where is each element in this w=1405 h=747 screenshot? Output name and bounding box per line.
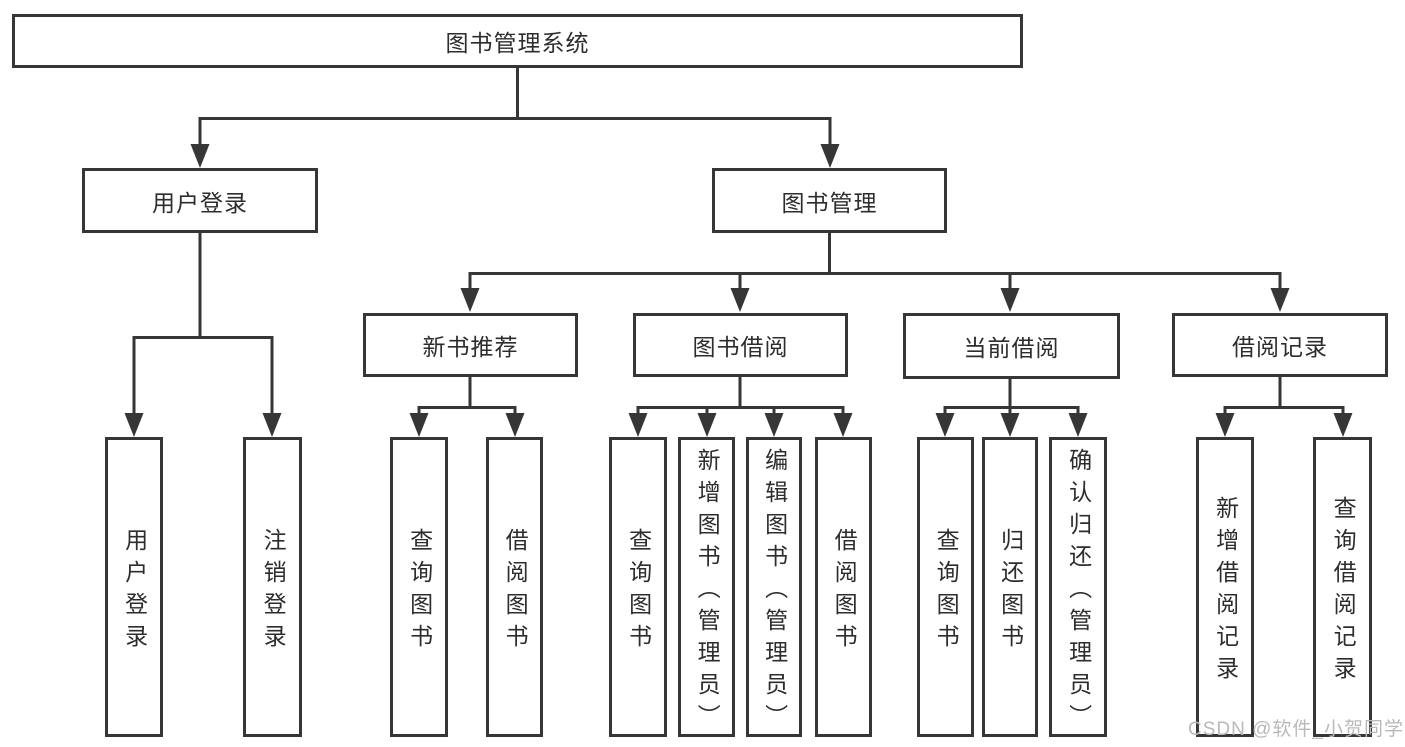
node-book-borrowing: 图书借阅 bbox=[633, 313, 848, 377]
node-label: 当前借阅 bbox=[963, 335, 1060, 361]
arrowhead bbox=[820, 144, 840, 168]
leaf-logout: 注销登录 bbox=[243, 437, 302, 737]
node-label: 借阅记录 bbox=[1232, 334, 1328, 360]
node-label: 用户登录 bbox=[121, 527, 148, 656]
connector-root-to-level2 bbox=[198, 68, 832, 146]
node-label: 查询图书 bbox=[933, 527, 960, 656]
arrowheads bbox=[124, 144, 1353, 437]
leaf-current-return-books: 归还图书 bbox=[982, 437, 1038, 737]
connector-user-login-children bbox=[132, 233, 274, 415]
node-label: 查询图书 bbox=[406, 527, 433, 656]
node-library-management-system: 图书管理系统 bbox=[12, 14, 1023, 68]
arrowhead bbox=[764, 413, 784, 437]
node-user-login: 用户登录 bbox=[82, 168, 318, 233]
leaf-records-add-record: 新增借阅记录 bbox=[1196, 437, 1254, 737]
node-label: 借阅图书 bbox=[831, 527, 858, 656]
connector-borrowing-records-children bbox=[1223, 377, 1345, 415]
arrowhead bbox=[628, 413, 648, 437]
leaf-borrow-edit-books: 编辑图书（管理员） bbox=[746, 437, 802, 737]
node-label: 新增图书（管理员） bbox=[694, 447, 721, 736]
arrowhead bbox=[505, 413, 525, 437]
connector-book-management-children bbox=[468, 233, 1282, 290]
node-label: 查询借阅记录 bbox=[1330, 495, 1357, 688]
connector-current-borrowing-children bbox=[943, 377, 1080, 415]
leaf-current-query-books: 查询图书 bbox=[917, 437, 974, 737]
node-label: 用户登录 bbox=[152, 189, 248, 216]
arrowhead bbox=[1000, 413, 1020, 437]
leaf-records-query-record: 查询借阅记录 bbox=[1313, 437, 1372, 737]
leaf-current-confirm-return: 确认归还（管理员） bbox=[1049, 437, 1107, 737]
arrowhead bbox=[833, 413, 853, 437]
arrowhead bbox=[1068, 413, 1088, 437]
leaf-user-login: 用户登录 bbox=[105, 437, 163, 737]
node-label: 查询图书 bbox=[625, 527, 652, 656]
leaf-newrec-query-books: 查询图书 bbox=[390, 437, 448, 737]
node-label: 新书推荐 bbox=[422, 334, 519, 360]
node-current-borrowing: 当前借阅 bbox=[903, 313, 1120, 379]
node-label: 图书管理系统 bbox=[445, 30, 590, 56]
arrowhead bbox=[262, 413, 282, 437]
node-label: 注销登录 bbox=[260, 527, 287, 656]
connector-new-book-children bbox=[417, 377, 517, 415]
node-label: 归还图书 bbox=[997, 527, 1024, 656]
leaf-borrow-borrow-books: 借阅图书 bbox=[815, 437, 872, 737]
leaf-borrow-add-books: 新增图书（管理员） bbox=[678, 437, 735, 737]
node-label: 确认归还（管理员） bbox=[1065, 447, 1092, 736]
arrowhead bbox=[409, 413, 429, 437]
node-label: 图书管理 bbox=[781, 189, 878, 216]
arrowhead bbox=[1270, 288, 1290, 312]
leaf-borrow-query-books: 查询图书 bbox=[609, 437, 667, 737]
arrowhead bbox=[124, 413, 144, 437]
arrowhead bbox=[1333, 413, 1353, 437]
node-borrowing-records: 借阅记录 bbox=[1172, 313, 1388, 377]
node-new-book-recommend: 新书推荐 bbox=[363, 313, 578, 377]
arrowhead bbox=[730, 288, 750, 312]
arrowhead bbox=[697, 413, 717, 437]
node-label: 编辑图书（管理员） bbox=[761, 447, 788, 736]
leaf-newrec-borrow-books: 借阅图书 bbox=[486, 437, 543, 737]
arrowhead bbox=[1215, 413, 1235, 437]
node-label: 借阅图书 bbox=[502, 527, 529, 656]
arrowhead bbox=[935, 413, 955, 437]
arrowhead bbox=[190, 144, 210, 168]
connector-book-borrowing-children bbox=[636, 377, 845, 415]
arrowhead bbox=[1000, 288, 1020, 312]
arrowhead bbox=[460, 288, 480, 312]
csdn-watermark: CSDN @软件_小贺同学 bbox=[1188, 719, 1404, 740]
node-book-management: 图书管理 bbox=[712, 168, 947, 233]
node-label: 新增借阅记录 bbox=[1212, 495, 1239, 688]
node-label: 图书借阅 bbox=[692, 334, 789, 360]
